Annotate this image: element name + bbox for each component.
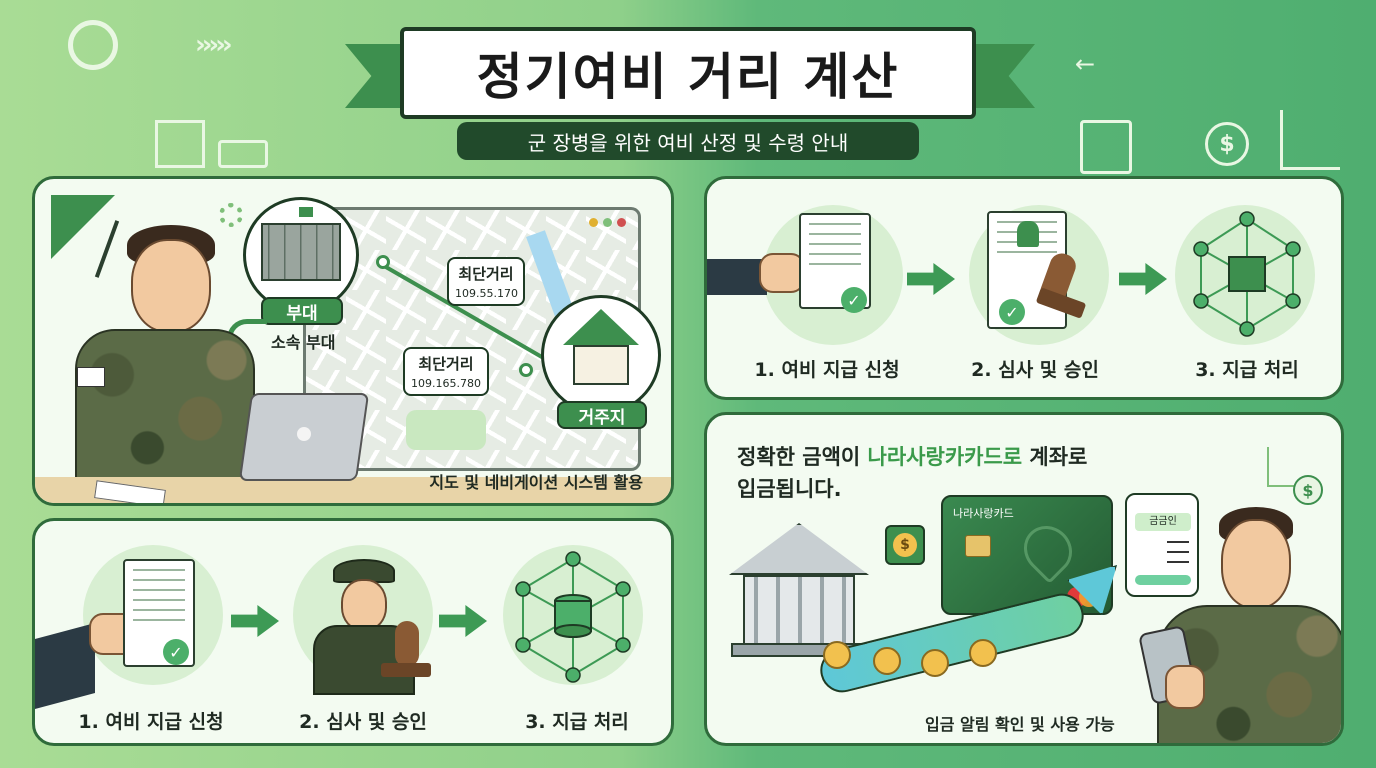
notification-line (1167, 561, 1189, 563)
payment-caption: 입금 알림 확인 및 사용 가능 (925, 715, 1115, 734)
steps-panel-bottom: ✓ 1. 여비 지급 신청 2. 심사 및 승인 3. 지급 처리 (32, 518, 674, 746)
step-label: 2. 심사 및 승인 (299, 711, 427, 733)
distance-label: 최단거리 (458, 265, 514, 283)
payment-heading: 정확한 금액이 나라사랑카카드로 계좌로 입금됩니다. (737, 441, 1087, 505)
distance-label: 최단거리 (418, 355, 474, 373)
bar-chart-icon (1280, 110, 1340, 170)
home-badge: 거주지 (557, 401, 647, 429)
flag-icon (299, 207, 313, 217)
arrow-right-icon (439, 605, 487, 637)
officer-face (341, 579, 387, 631)
bank-building-icon (743, 575, 855, 645)
step-label: 3. 지급 처리 (1195, 359, 1299, 381)
notification-line (1167, 551, 1189, 553)
hand-icon (1165, 665, 1205, 709)
dollar-coin-icon: $ (1205, 122, 1249, 166)
card-name: 나라사랑카드 (953, 507, 1014, 520)
house-icon (573, 345, 629, 385)
gold-coin-icon (873, 647, 901, 675)
korea-flag-patch (77, 367, 105, 387)
building-icon (155, 120, 205, 168)
heading-highlight: 나라사랑카카드로 (867, 445, 1023, 469)
park-area (406, 410, 486, 450)
soldier-uniform (75, 329, 255, 479)
map-caption: 지도 및 네비게이션 시스템 활용 (429, 473, 643, 492)
stamp-base-icon (381, 663, 431, 677)
distance-value: 109.55.170 (455, 287, 518, 300)
distance-value: 109.165.780 (411, 377, 481, 390)
heading-line2: 입금됩니다. (737, 477, 842, 501)
check-icon: ✓ (841, 287, 867, 313)
heading-prefix: 정확한 금액이 (737, 445, 868, 469)
stamp-icon (395, 621, 419, 667)
step-label: 1. 여비 지급 신청 (754, 359, 900, 381)
card-chip-icon (965, 535, 991, 557)
page-title: 정기여비 거리 계산 (400, 27, 976, 119)
unit-caption: 소속 부대 (271, 333, 336, 352)
arrow-right-icon (1119, 263, 1167, 295)
gold-coin-icon (921, 649, 949, 677)
blockchain-network-icon (515, 551, 631, 683)
blockchain-network-icon (1193, 211, 1301, 337)
step-label: 2. 심사 및 승인 (971, 359, 1099, 381)
distance-card-top: 최단거리 109.55.170 (447, 257, 525, 306)
step-label: 3. 지급 처리 (525, 711, 629, 733)
distance-card-bottom: 최단거리 109.165.780 (403, 347, 489, 396)
chart-coin-icon (1267, 447, 1307, 487)
application-document-icon (799, 213, 871, 309)
gold-coin-icon (969, 639, 997, 667)
phone-notification: 금금인 (1125, 493, 1199, 597)
barracks-building-icon (261, 223, 341, 281)
suit-sleeve (707, 259, 767, 295)
confirm-bar (1135, 575, 1191, 585)
unit-badge: 부대 (261, 297, 343, 325)
window-dot-1 (589, 218, 598, 227)
dollar-coin-icon: $ (1293, 475, 1323, 505)
step-label: 1. 여비 지급 신청 (78, 711, 224, 733)
arrows-decoration: ← (1075, 50, 1096, 78)
check-icon: ✓ (999, 299, 1025, 325)
check-icon: ✓ (163, 639, 189, 665)
target-icon (68, 20, 118, 70)
arrow-right-icon (907, 263, 955, 295)
gold-coin-icon (823, 641, 851, 669)
officer-portrait-icon (1017, 221, 1039, 247)
map-panel: 최단거리 109.55.170 최단거리 109.165.780 부대 소속 부… (32, 176, 674, 506)
arrow-right-icon (231, 605, 279, 637)
window-dot-3 (617, 218, 626, 227)
chevrons-decoration: ››››› (195, 30, 233, 60)
heart-icon (1014, 516, 1082, 584)
window-dot-2 (603, 218, 612, 227)
notification-line (1167, 541, 1189, 543)
route-end-dot (519, 363, 533, 377)
heading-suffix: 계좌로 (1022, 445, 1088, 469)
notification-badge: 금금인 (1135, 513, 1191, 531)
gear-icon (219, 203, 243, 227)
payment-panel: 정확한 금액이 나라사랑카카드로 계좌로 입금됩니다. $ $ 나라사랑카드 금… (704, 412, 1344, 746)
route-start-dot (376, 255, 390, 269)
chip-dollar-icon: $ (885, 525, 925, 565)
steps-panel-right: ✓ 1. 여비 지급 신청 ✓ 2. 심사 및 승인 3. 지급 처리 (704, 176, 1344, 400)
bank-roof-icon (729, 523, 869, 575)
money-icon (218, 140, 268, 168)
compass-icon (94, 220, 120, 278)
page-subtitle: 군 장병을 위한 여비 산정 및 수령 안내 (457, 122, 919, 160)
calculator-icon (1080, 120, 1132, 174)
soldier-face (1221, 519, 1291, 609)
coin-icon: $ (893, 533, 917, 557)
laptop-logo (297, 427, 311, 441)
soldier-face (131, 239, 211, 333)
suit-sleeve (35, 622, 95, 710)
